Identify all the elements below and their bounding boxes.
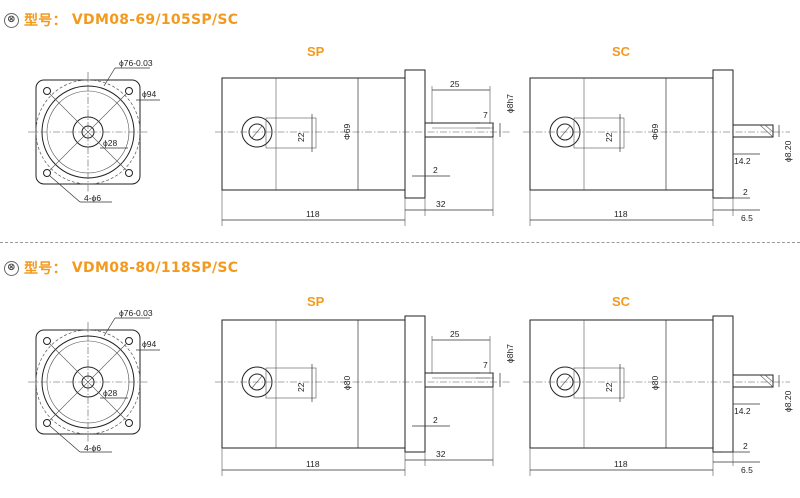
sc-body-dia: ϕ80 — [650, 376, 660, 390]
sp-body-dia: Φ69 — [342, 123, 352, 140]
sc-body-length: 118 — [614, 459, 628, 469]
sc-flange-thickness: 2 — [743, 187, 748, 197]
sc-view: SC 22 ϕ80 ϕ8.20 14.2 2 118 6.5 — [523, 294, 793, 476]
pcd-label: ϕ76-0.03 — [119, 308, 153, 318]
title-prefix: 型号： — [24, 261, 67, 277]
holes-label: 4-ϕ6 — [84, 193, 101, 203]
sc-view: SC 22 Φ69 ϕ8.20 14.2 2 118 6.5 — [523, 44, 793, 226]
sp-flange-thickness: 2 — [433, 165, 438, 175]
sc-flange-thickness: 2 — [743, 441, 748, 451]
pilot-dia-label: ϕ28 — [103, 138, 117, 148]
section-2-drawing: ϕ76-0.03 ϕ94 ϕ28 4-ϕ6 SP 22 ϕ80 25 7 ϕ8h… — [28, 294, 793, 476]
sp-view: SP 22 ϕ80 25 7 ϕ8h7 2 118 32 — [215, 294, 515, 476]
sp-shaft-length: 32 — [436, 449, 446, 459]
sp-body-length: 118 — [306, 459, 320, 469]
sc-body-dia: Φ69 — [650, 123, 660, 140]
sc-box-height: 22 — [604, 382, 614, 392]
sc-shaft-dia: ϕ8.20 — [783, 140, 793, 162]
front-view: ϕ76-0.03 ϕ94 ϕ28 4-ϕ6 — [28, 58, 160, 203]
sp-label: SP — [307, 294, 325, 309]
section-2-title: ⊗ 型号： VDM08-80/118SP/SC — [4, 258, 238, 278]
motor-icon: ⊗ — [4, 12, 19, 28]
flange-dia-label: ϕ94 — [142, 89, 156, 99]
sp-flange-thickness: 2 — [433, 415, 438, 425]
sp-key-height: 7 — [483, 360, 488, 370]
pilot-dia-label: ϕ28 — [103, 388, 117, 398]
sp-view: SP 22 Φ69 25 7 ϕ8h7 2 118 32 — [215, 44, 515, 226]
sc-box-height: 22 — [604, 132, 614, 142]
sp-key-length: 25 — [450, 79, 460, 89]
holes-label: 4-ϕ6 — [84, 443, 101, 453]
sp-box-height: 22 — [296, 382, 306, 392]
sc-extension: 6.5 — [741, 465, 753, 475]
sp-body-dia: ϕ80 — [342, 376, 352, 390]
sc-cut-length: 14.2 — [734, 406, 751, 416]
section-1-drawing: ϕ76-0.03 ϕ94 ϕ28 4-ϕ6 SP 22 Φ69 25 7 ϕ8h… — [28, 44, 793, 226]
section-1-title: ⊗ 型号： VDM08-69/105SP/SC — [4, 10, 238, 30]
sp-key-height: 7 — [483, 110, 488, 120]
sp-shaft-dia: ϕ8h7 — [505, 94, 515, 113]
section-divider — [0, 242, 800, 243]
sp-shaft-length: 32 — [436, 199, 446, 209]
sc-label: SC — [612, 44, 631, 59]
title-prefix: 型号： — [24, 13, 67, 29]
sp-box-height: 22 — [296, 132, 306, 142]
sp-shaft-dia: ϕ8h7 — [505, 344, 515, 363]
pcd-label: ϕ76-0.03 — [119, 58, 153, 68]
sc-body-length: 118 — [614, 209, 628, 219]
motor-icon: ⊗ — [4, 260, 19, 276]
sp-key-length: 25 — [450, 329, 460, 339]
sp-body-length: 118 — [306, 209, 320, 219]
sc-extension: 6.5 — [741, 213, 753, 223]
model-name: VDM08-80/118SP/SC — [71, 260, 239, 276]
sp-label: SP — [307, 44, 325, 59]
flange-dia-label: ϕ94 — [142, 339, 156, 349]
sc-shaft-dia: ϕ8.20 — [783, 390, 793, 412]
front-view: ϕ76-0.03 ϕ94 ϕ28 4-ϕ6 — [28, 308, 160, 453]
sc-label: SC — [612, 294, 631, 309]
sc-cut-length: 14.2 — [734, 156, 751, 166]
model-name: VDM08-69/105SP/SC — [71, 12, 239, 28]
